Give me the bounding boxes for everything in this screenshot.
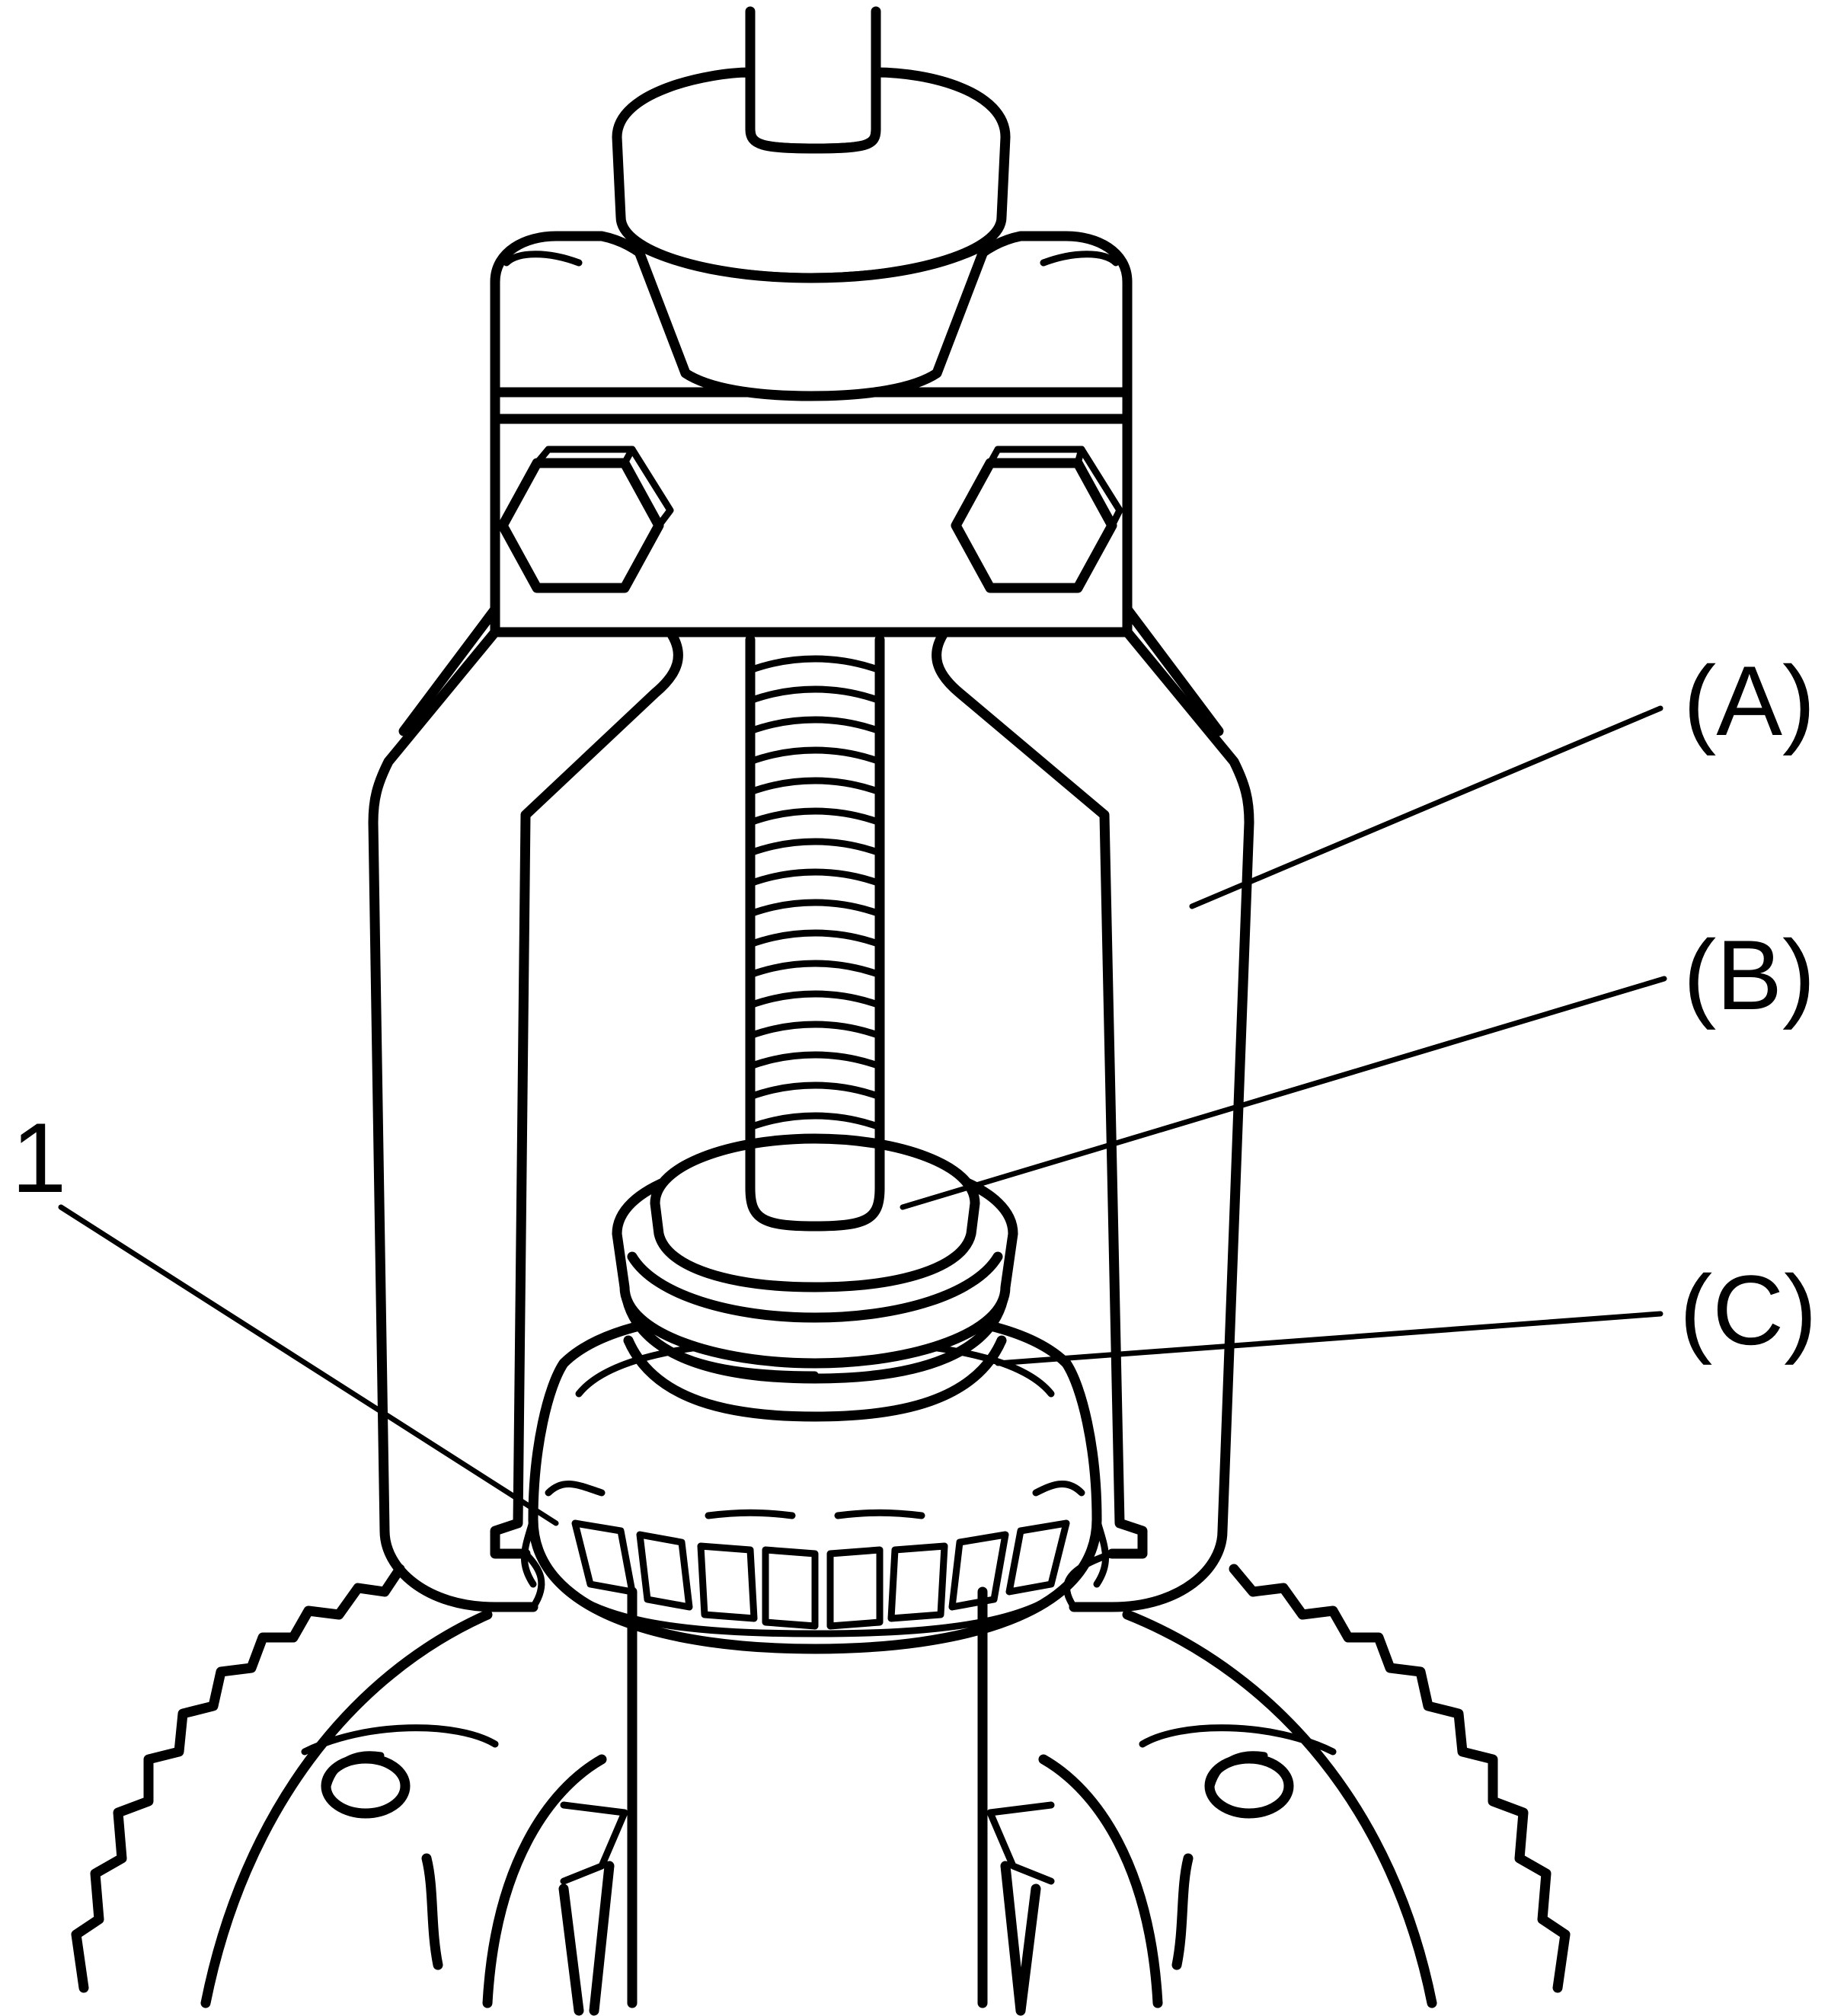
hex-bolt-left-icon xyxy=(497,458,664,593)
puller-body xyxy=(368,604,1254,1612)
leader-line-1 xyxy=(58,1204,559,1526)
leader-line-b xyxy=(900,976,1667,1210)
label-c: (C) xyxy=(1679,1254,1817,1366)
forcing-screw-head xyxy=(612,6,1011,401)
leader-line-a xyxy=(1189,705,1663,909)
label-1: 1 xyxy=(11,1102,66,1213)
hex-bolt-right-icon xyxy=(951,458,1117,593)
label-a: (A) xyxy=(1683,645,1815,756)
leader-line-c xyxy=(995,1311,1663,1366)
differential-case xyxy=(200,1586,1437,2016)
attachment-b xyxy=(612,1133,1018,1369)
ring-gear xyxy=(71,1564,1571,1993)
label-b: (B) xyxy=(1683,919,1815,1030)
